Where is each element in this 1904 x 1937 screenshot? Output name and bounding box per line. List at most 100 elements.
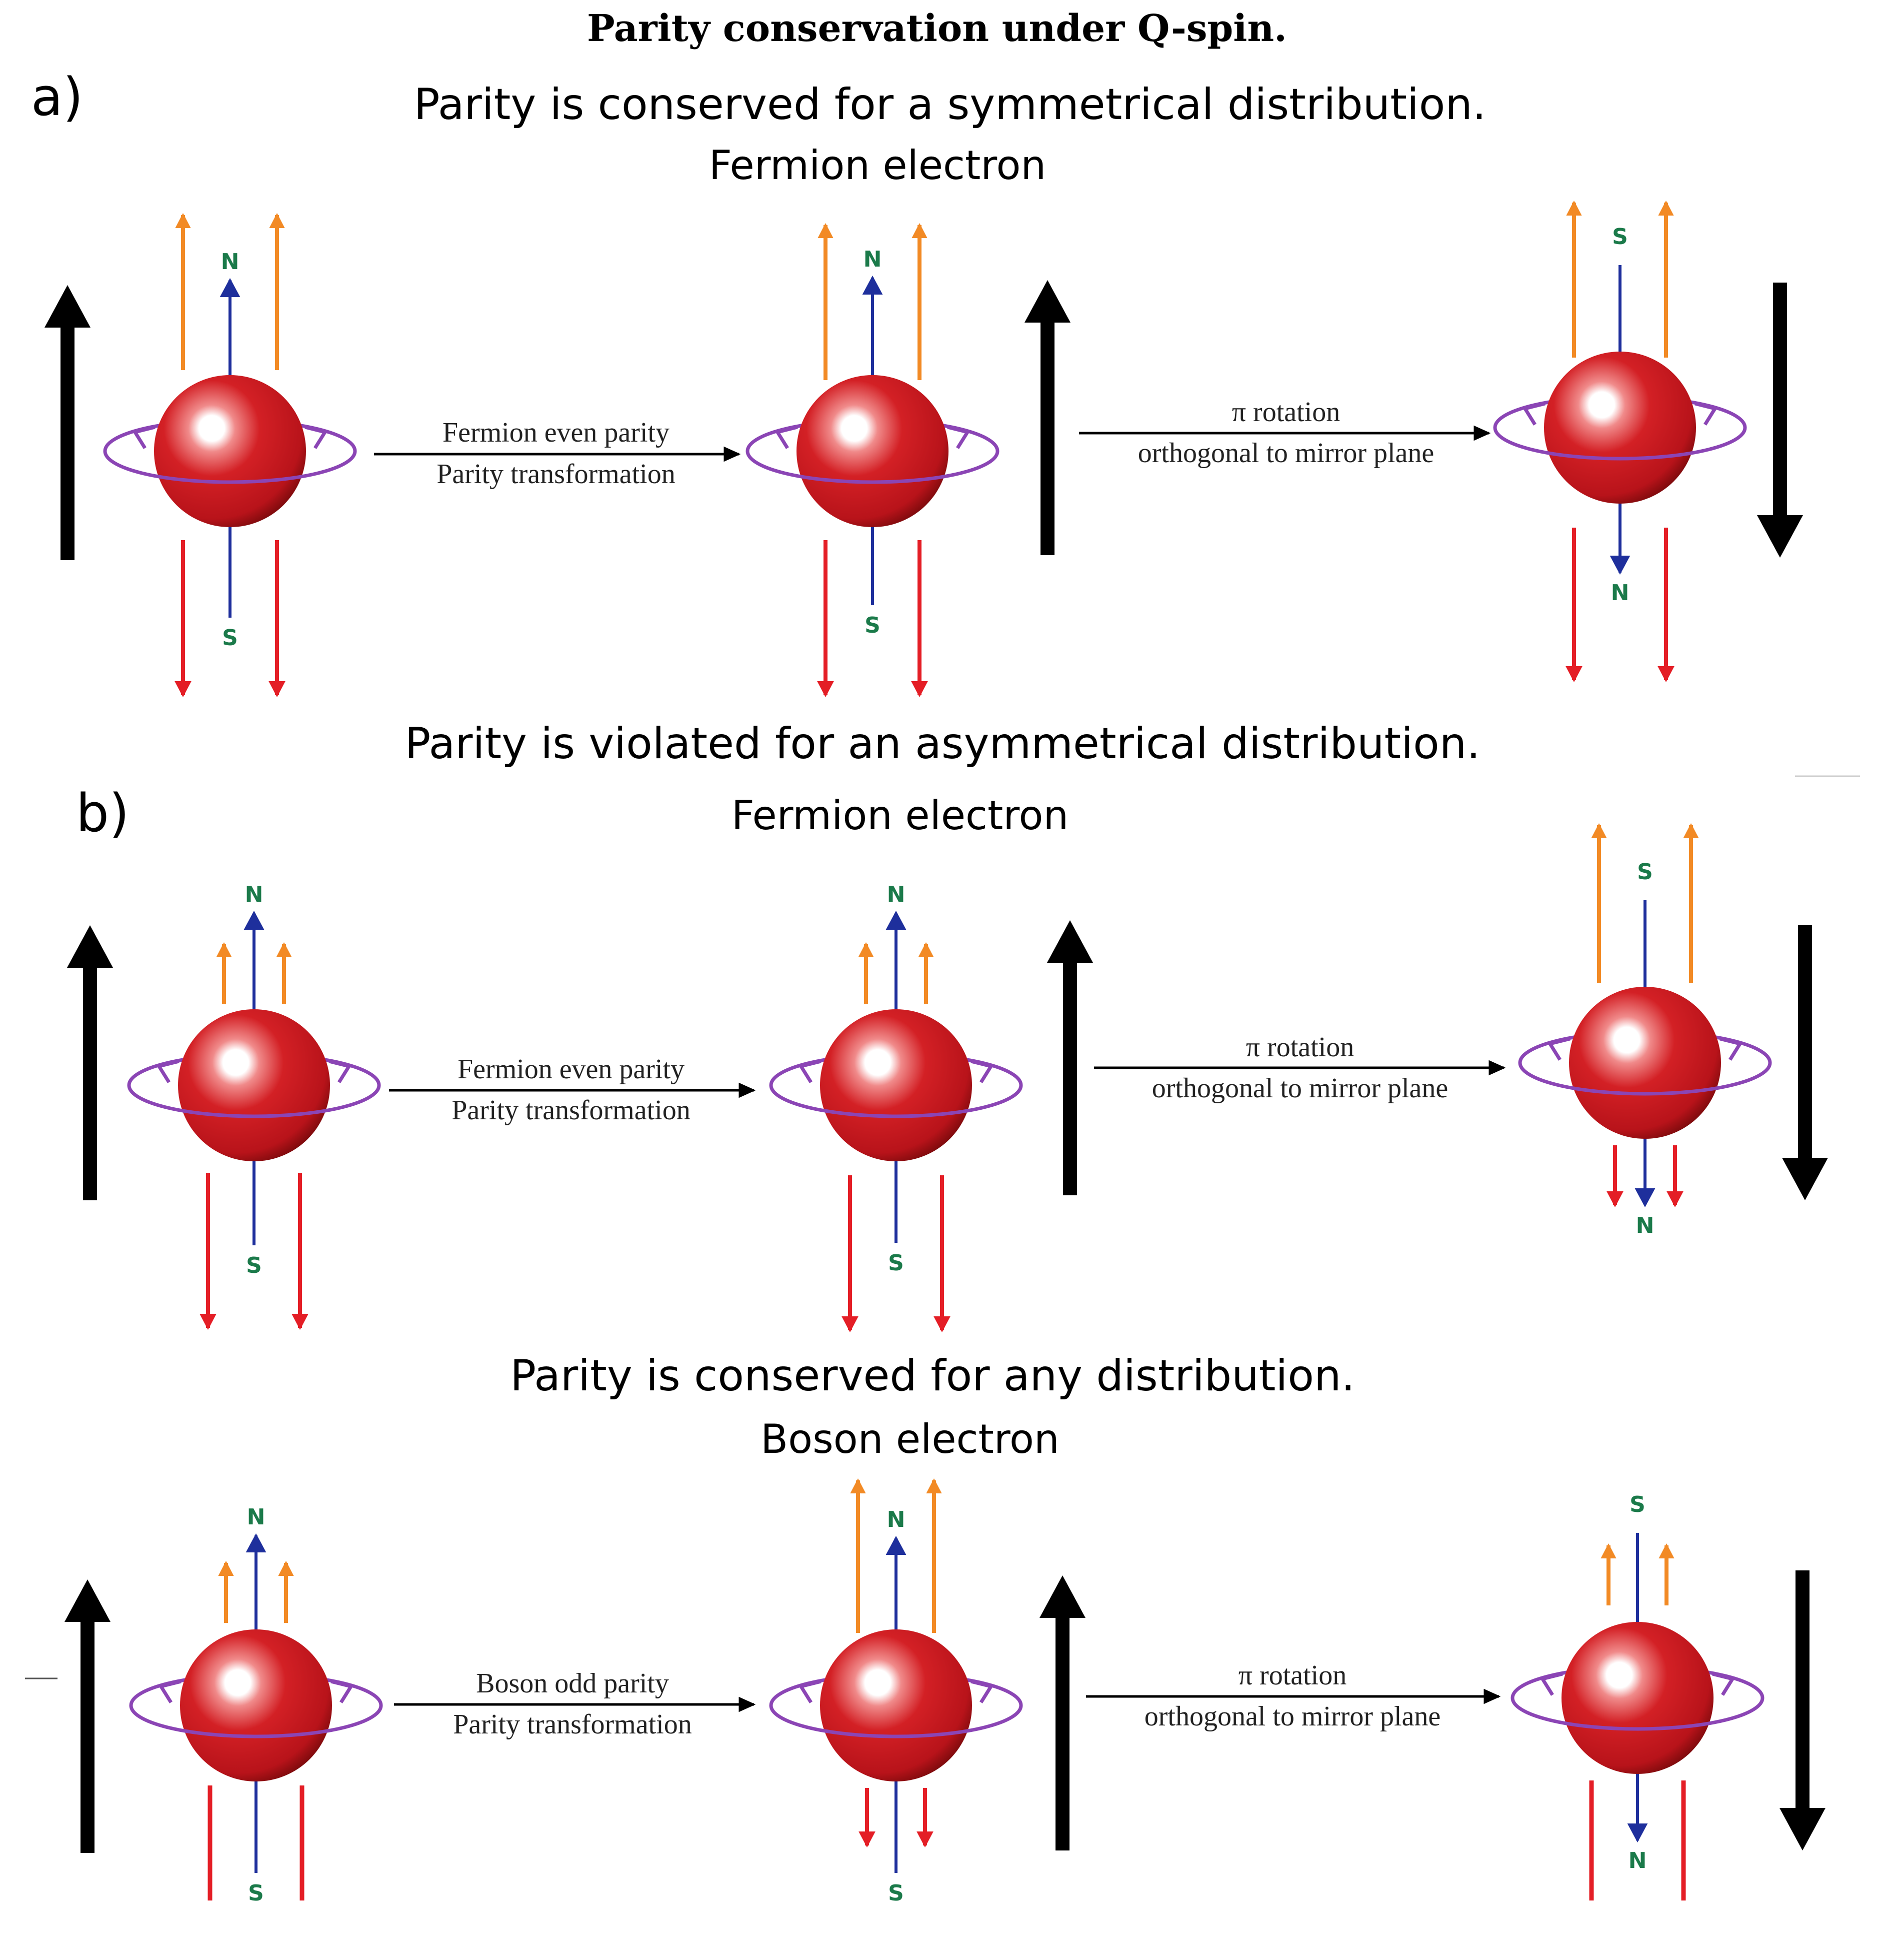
section1-subheading: Fermion electron [709, 142, 1046, 189]
orange-field-arrow-head [278, 1561, 294, 1576]
electron-5: NS [769, 882, 1023, 1332]
orbit-arrowhead [970, 1059, 993, 1083]
row2-rotation-label: π rotation [1246, 1032, 1354, 1063]
electron-sphere [796, 375, 948, 527]
orbit-arrowhead [1548, 1037, 1570, 1061]
spin-arrow-head [67, 925, 113, 968]
electron-sphere [820, 1629, 972, 1781]
south-pole-label: S [246, 1253, 262, 1278]
orbit-arrowhead [1720, 1037, 1742, 1061]
orbit-arrowhead [304, 425, 327, 449]
orbit-arrowhead [1712, 1672, 1734, 1696]
orbit-front [769, 1705, 1023, 1738]
orbit-arrowhead [157, 1059, 180, 1083]
orange-field-arrow-head [269, 213, 285, 228]
orange-field-arrow-head [918, 942, 934, 957]
row3-transform-sublabel: Parity transformation [453, 1709, 692, 1740]
orange-field-arrow-head [1658, 1543, 1674, 1558]
electron-sphere [820, 1009, 972, 1161]
north-pole-label: N [247, 1504, 266, 1530]
orbit-arrowhead [1694, 402, 1717, 426]
red-field-arrow-head [1606, 1191, 1624, 1207]
orange-field-arrow-head [276, 942, 292, 957]
row2-parity-transform: Fermion even parity Parity transformatio… [389, 1054, 756, 1126]
red-field-arrow-head [1658, 666, 1674, 682]
orbit-arrowhead [1540, 1672, 1563, 1696]
section2-heading: Parity is violated for an asymmetrical d… [404, 719, 1480, 769]
south-pole-label: S [864, 613, 880, 638]
orange-field-arrow-head [858, 942, 874, 957]
orange-field-arrow-head [926, 1478, 942, 1493]
orange-field-arrow-head [1683, 823, 1699, 838]
panel-b-label: b) [76, 783, 130, 844]
spin-arrow-8 [1040, 1575, 1086, 1850]
row3-rotation-label: π rotation [1238, 1660, 1346, 1691]
electron-6: SN [1518, 823, 1772, 1238]
section3-heading: Parity is conserved for any distribution… [510, 1351, 1355, 1401]
orbit-front [1510, 1697, 1764, 1731]
electron-1: NS [103, 213, 357, 697]
row2-transform-sublabel: Parity transformation [452, 1095, 690, 1126]
red-field-arrow-head [268, 681, 286, 697]
orbit-arrowhead [799, 1679, 822, 1703]
red-field-arrow-head [1566, 666, 1582, 682]
red-field-arrow-head [1666, 1191, 1684, 1207]
electron-7: NS [129, 1504, 383, 1906]
spin-arrows-layer [44, 280, 1828, 1853]
orbit-front [103, 451, 357, 484]
axis-north-arrow-head [886, 911, 906, 930]
row3-parity-transform: Boson odd parity Parity transformation [394, 1668, 756, 1740]
electron-9: SN [1510, 1492, 1764, 1900]
orbit-front [127, 1085, 381, 1118]
orange-field-arrow-head [912, 223, 928, 238]
red-field-arrow-head [174, 681, 192, 697]
spin-arrow-6 [1782, 925, 1828, 1200]
electron-sphere [1569, 987, 1721, 1139]
spin-arrow-7 [64, 1579, 110, 1853]
red-field-arrow-head [916, 1831, 934, 1847]
axis-north-arrow-head [1610, 556, 1630, 575]
row3-rotation-sublabel: orthogonal to mirror plane [1144, 1701, 1441, 1732]
north-pole-label: N [1628, 1848, 1647, 1873]
axis-north-arrow-head [1627, 1823, 1648, 1842]
spin-arrow-head [1040, 1575, 1086, 1618]
north-pole-label: N [887, 1507, 906, 1532]
spin-arrow-head [64, 1579, 110, 1622]
orange-field-arrow-head [1658, 201, 1674, 216]
row2-rotation-sublabel: orthogonal to mirror plane [1152, 1073, 1448, 1104]
orbit-front [1493, 427, 1747, 461]
north-pole-label: N [887, 882, 906, 907]
spin-arrow-1 [44, 285, 90, 560]
spin-arrow-3 [1757, 283, 1803, 558]
row1-rotation-label: π rotation [1232, 397, 1340, 428]
row3-rotation: π rotation orthogonal to mirror plane [1086, 1660, 1501, 1732]
row3-transform-label: Boson odd parity [476, 1668, 669, 1699]
south-pole-label: S [1630, 1492, 1646, 1517]
orbit-arrowhead [328, 1059, 351, 1083]
spin-arrow-head [1782, 1158, 1828, 1200]
orbit-arrowhead [776, 425, 798, 449]
figure-title: Parity conservation under Q-spin. [587, 7, 1287, 50]
south-pole-label: S [1637, 859, 1653, 885]
south-pole-label: S [888, 1250, 904, 1276]
electron-sphere [154, 375, 306, 527]
axis-north-arrow-head [886, 1536, 906, 1555]
electron-3: SN [1493, 201, 1747, 682]
north-pole-label: N [864, 247, 882, 272]
orbit-front [769, 1085, 1023, 1118]
orbit-arrowhead [1523, 402, 1546, 426]
north-pole-label: N [1611, 580, 1630, 606]
orange-field-arrow-head [1566, 201, 1582, 216]
orbit-arrowhead [159, 1679, 182, 1703]
red-field-arrow-head [817, 681, 834, 697]
orange-field-arrow-head [216, 942, 232, 957]
orange-field-arrow-head [850, 1478, 866, 1493]
orange-field-arrow-head [1600, 1543, 1616, 1558]
axis-north-arrow-head [220, 278, 240, 297]
axis-north-arrow-head [246, 1533, 266, 1552]
red-field-arrow-head [200, 1314, 216, 1330]
red-field-arrow-head [934, 1316, 950, 1332]
north-pole-label: N [1636, 1213, 1654, 1238]
electron-sphere [178, 1009, 330, 1161]
